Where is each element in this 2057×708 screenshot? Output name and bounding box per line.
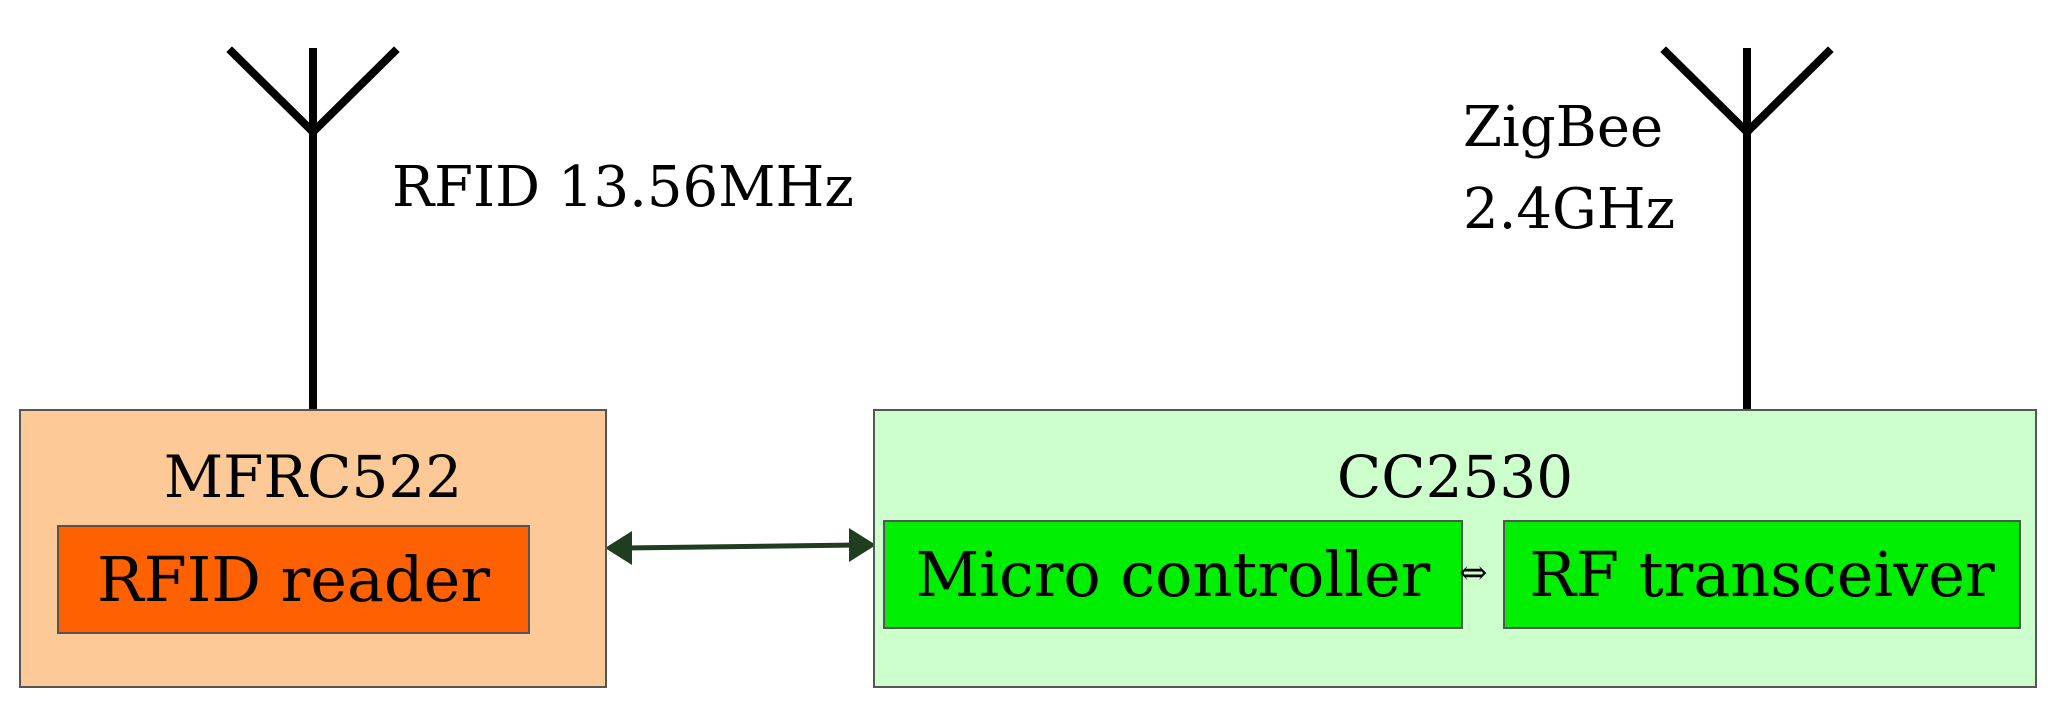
rfid-frequency-label: RFID 13.56MHz [392, 155, 854, 220]
internal-link-icon: ⇔ [1459, 553, 1488, 593]
rfid-antenna-icon [226, 46, 400, 414]
mfrc522-title: MFRC522 [163, 443, 463, 511]
zigbee-frequency-label: 2.4GHz [1463, 177, 1676, 242]
micro-controller-block: Micro controller [883, 520, 1463, 629]
micro-controller-label: Micro controller [915, 538, 1431, 611]
cc2530-block: CC2530 Micro controller ⇔ RF transceiver [873, 409, 2037, 688]
cc2530-title: CC2530 [1336, 443, 1574, 511]
zigbee-label: ZigBee [1463, 95, 1664, 160]
rfid-reader-block: RFID reader [57, 525, 530, 634]
mfrc522-block: MFRC522 RFID reader [19, 409, 607, 688]
rfid-reader-label: RFID reader [97, 543, 490, 616]
bidirectional-arrow [605, 528, 876, 565]
rf-transceiver-label: RF transceiver [1529, 538, 1995, 611]
rf-transceiver-block: RF transceiver [1503, 520, 2021, 629]
zigbee-antenna-icon [1660, 46, 1834, 414]
